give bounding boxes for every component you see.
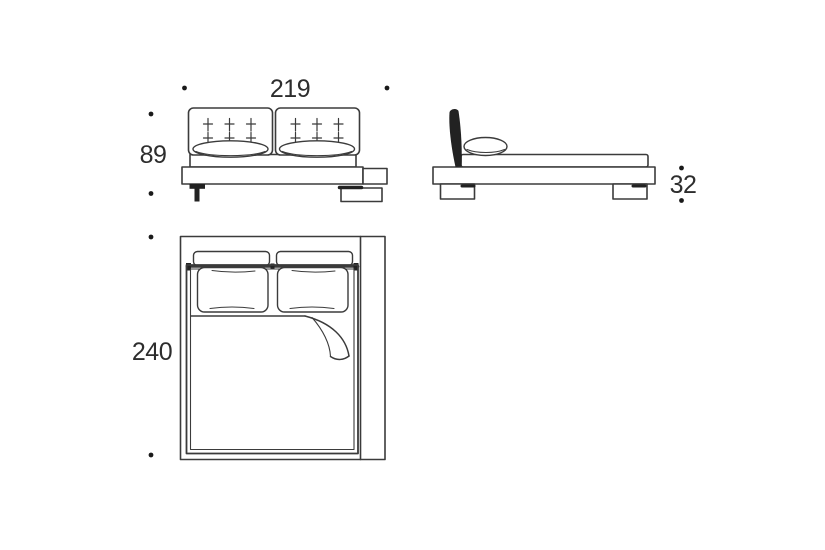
front-view-drawing — [181, 107, 388, 203]
top-sheet-fold — [304, 315, 350, 361]
side-mattress — [460, 153, 649, 168]
front-left-leg — [189, 184, 205, 202]
dot-height-top — [148, 111, 154, 117]
front-pillow-right — [278, 140, 356, 158]
top-pillow-left — [196, 266, 269, 313]
dot-base-bottom — [679, 198, 684, 203]
front-pillows — [192, 140, 356, 158]
side-leg-right — [612, 183, 648, 200]
dot-width-left — [182, 85, 187, 91]
top-mattress-outer — [185, 264, 359, 455]
dot-depth-bottom — [148, 452, 154, 458]
dimension-label-width: 219 — [269, 75, 311, 103]
dimension-label-depth: 240 — [131, 338, 173, 366]
side-leg-left — [439, 183, 476, 200]
side-base-platform — [432, 166, 656, 185]
top-view-drawing — [179, 235, 386, 461]
top-pillow-right — [276, 266, 349, 313]
dot-width-right — [384, 85, 390, 91]
front-base-platform — [181, 166, 364, 185]
top-mattress-inner — [189, 268, 355, 451]
dimension-label-height: 89 — [139, 141, 167, 169]
side-headboard-blade — [449, 109, 462, 167]
side-pillow — [463, 136, 508, 157]
top-headboard-cushion-left — [192, 250, 271, 267]
top-headboard-cushion-right — [275, 250, 354, 267]
front-right-foot — [340, 187, 383, 203]
front-side-extension — [362, 167, 388, 185]
dot-height-bottom — [148, 191, 154, 196]
side-view-drawing — [432, 109, 656, 200]
dimension-label-platform-height: 32 — [669, 171, 697, 199]
dot-base-top — [679, 165, 684, 171]
tufting-marks — [202, 117, 344, 145]
dot-depth-top — [148, 234, 154, 240]
top-headboard-rail-caps — [186, 263, 359, 271]
front-pillow-left — [192, 140, 269, 158]
dimension-marker-dots — [148, 85, 684, 458]
